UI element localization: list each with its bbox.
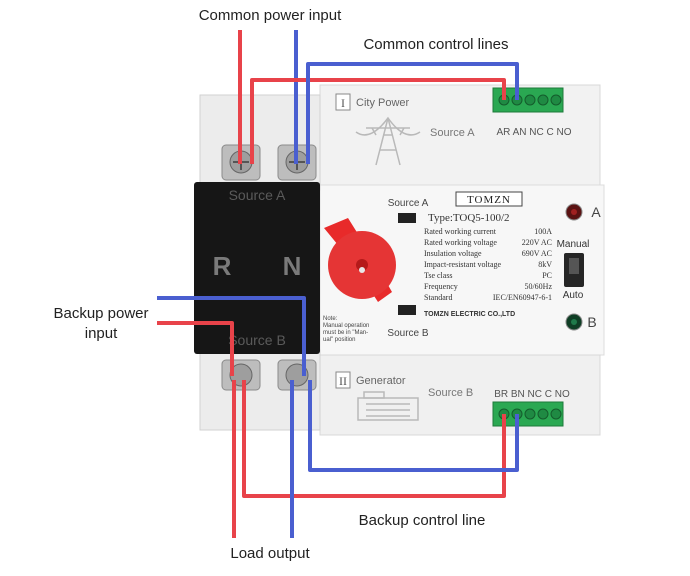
brand-box xyxy=(455,191,523,207)
note-line-2: Manual operation xyxy=(323,323,369,329)
indicator-b-glow xyxy=(571,319,577,325)
note-line-4: ual" position xyxy=(323,337,355,343)
load-output-wires xyxy=(232,380,294,538)
spec-label: Rated working voltage xyxy=(424,238,497,247)
screw-icon xyxy=(524,408,536,420)
city-power-label: City Power xyxy=(356,97,410,109)
manual-switch-handle[interactable] xyxy=(324,218,396,302)
spec-value: 50/60Hz xyxy=(524,282,552,291)
common-control-lines-label: Common control lines xyxy=(363,36,508,53)
spec-table: Rated working current 100A Rated working v… xyxy=(424,227,552,302)
spec-label: Standard xyxy=(424,293,452,302)
spec-value: 690V AC xyxy=(522,249,552,258)
top-terminal-labels: AR AN NC C NO xyxy=(496,127,571,138)
bottom-terminal-labels: BR BN NC C NO xyxy=(494,389,570,400)
backup-control-line xyxy=(242,380,519,498)
mode-auto-label: Auto xyxy=(563,290,584,301)
backup-power-input-label-2: input xyxy=(85,325,118,342)
generator-icon xyxy=(357,391,419,421)
n-letter: N xyxy=(283,251,302,281)
source-a-window xyxy=(398,213,416,223)
spec-value: 100A xyxy=(534,227,552,236)
brand-label: TOMZN xyxy=(467,194,511,206)
backup-power-input-wires xyxy=(157,296,306,376)
source-a-top-label: Source A xyxy=(430,127,475,139)
roman-ii-box xyxy=(335,371,351,389)
source-b-window xyxy=(398,305,416,315)
type-label: Type:TOQ5-100/2 xyxy=(428,212,510,224)
power-tower-icon xyxy=(355,116,421,166)
spec-value: 8kV xyxy=(538,260,552,269)
spec-value: PC xyxy=(542,271,552,280)
spec-label: Tse class xyxy=(424,271,453,280)
indicator-a-glow xyxy=(571,209,577,215)
switch-source-b-label: Source B xyxy=(387,328,428,339)
backup-power-input-label-1: Backup power xyxy=(53,305,148,322)
spec-value: IEC/EN60947-6-1 xyxy=(493,293,552,302)
screw-icon xyxy=(537,94,549,106)
spec-label: Rated working current xyxy=(424,227,497,236)
mode-manual-label: Manual xyxy=(557,239,590,250)
roman-i-label: I xyxy=(341,96,345,110)
roman-i-box xyxy=(335,93,351,111)
note-line-3: must be in "Man- xyxy=(323,330,368,336)
common-power-input-label: Common power input xyxy=(199,7,342,24)
screw-icon xyxy=(550,408,562,420)
switch-source-a-label: Source A xyxy=(388,198,429,209)
spec-label: Frequency xyxy=(424,282,458,291)
screw-icon xyxy=(537,408,549,420)
r-letter: R xyxy=(213,251,232,281)
backup-control-line-label: Backup control line xyxy=(359,512,486,529)
spec-value: 220V AC xyxy=(522,238,552,247)
load-output-label: Load output xyxy=(230,545,310,562)
indicator-a-label: A xyxy=(591,204,601,220)
roman-ii-label: II xyxy=(339,374,347,388)
source-b-cover-label: Source B xyxy=(228,332,286,348)
common-control-lines xyxy=(250,62,519,164)
black-terminal-cover xyxy=(194,182,320,354)
maker-label: TOMZN ELECTRIC CO.,LTD xyxy=(424,311,515,318)
source-b-bottom-label: Source B xyxy=(428,387,473,399)
screw-icon xyxy=(524,94,536,106)
generator-label: Generator xyxy=(356,375,406,387)
indicator-b-label: B xyxy=(587,314,596,330)
screw-icon xyxy=(550,94,562,106)
note-line-1: Note: xyxy=(323,316,338,322)
spec-label: Insulation voltage xyxy=(424,249,482,258)
mode-switch-toggle[interactable] xyxy=(569,258,579,274)
spec-label: Impact-resistant voltage xyxy=(424,260,502,269)
source-a-cover-label: Source A xyxy=(229,187,286,203)
